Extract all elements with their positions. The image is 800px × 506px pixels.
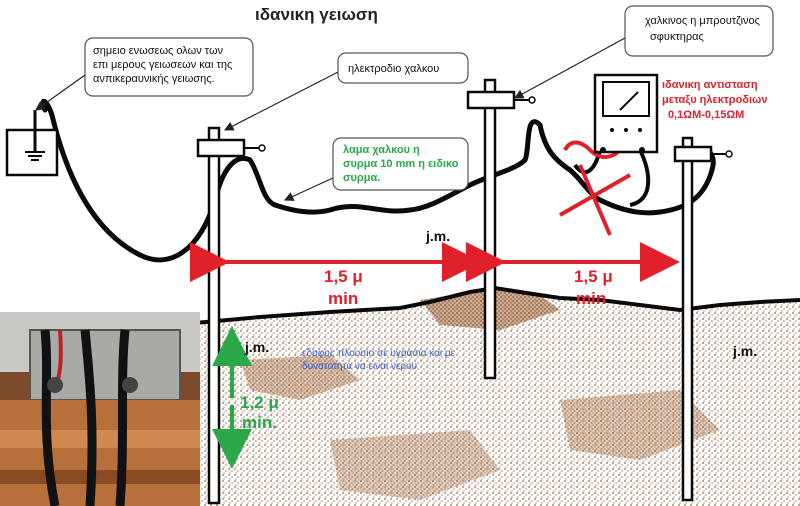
callout-text: επι μερους γειωσεων και της	[93, 59, 232, 71]
spacing-label-suffix: min	[328, 289, 358, 308]
ground-cable	[40, 98, 716, 263]
electrode-1	[196, 126, 266, 505]
resistance-meter	[593, 73, 659, 154]
jm-label: j.m.	[425, 228, 450, 244]
callout-text: λαμα χαλκου η	[343, 144, 420, 156]
callout-text: χαλκινος η μπρουτζινος	[645, 15, 760, 27]
soil-dense-patch	[240, 355, 360, 400]
spacing-label: 1,5 μ	[324, 267, 363, 286]
callout-copper-electrode: ηλεκτροδιο χαλκου	[223, 52, 469, 131]
resistance-note: ιδανικη αντισταση	[662, 79, 758, 91]
electrode-2	[466, 78, 536, 380]
cross-out-mark	[559, 164, 631, 236]
spacing-label-suffix: min	[576, 289, 606, 308]
resistance-note: μεταξυ ηλεκτροδιων	[662, 94, 767, 106]
jm-label: j.m.	[244, 339, 269, 355]
soil-note: δυνατοτητα να ειναι νερου	[302, 361, 417, 372]
callout-text: συρμα 10 mm η ειδικο	[343, 158, 459, 170]
ground-line	[194, 285, 800, 325]
callout-text: ηλεκτροδιο χαλκου	[348, 63, 439, 75]
soil-note: εδαφος πλουσιο σε υγρασια και με	[302, 348, 456, 359]
installation-photo	[0, 312, 200, 506]
resistance-note: 0,1ΩΜ-0,15ΩΜ	[668, 109, 744, 121]
meter-lead-red	[563, 140, 620, 159]
electrode-3	[673, 136, 733, 502]
soil-dense-patch	[330, 430, 500, 500]
soil-dense-patch	[560, 390, 720, 460]
callout-clamp: χαλκινος η μπρουτζινος σφυκτηρας	[513, 5, 774, 99]
spacing-label: 1,5 μ	[574, 267, 613, 286]
callout-text: σφυκτηρας	[650, 31, 704, 43]
callout-bonding-point: σημειο ενωσεως ολων των επι μερους γειωσ…	[35, 37, 254, 111]
callout-copper-strip: λαμα χαλκου η συρμα 10 mm η ειδικο συρμα…	[283, 137, 469, 201]
depth-label-suffix: min.	[242, 413, 277, 432]
meter-lead	[629, 149, 651, 207]
page-title: ιδανικη γειωση	[255, 5, 378, 24]
callout-text: σημειο ενωσεως ολων των	[93, 45, 224, 57]
callout-text: ανπικεραυνικής γειωσης.	[93, 73, 215, 85]
depth-label: 1,2 μ	[240, 393, 279, 412]
callout-text: συρμα.	[343, 172, 380, 184]
ground-terminal	[5, 110, 59, 177]
jm-label: j.m.	[732, 343, 757, 359]
